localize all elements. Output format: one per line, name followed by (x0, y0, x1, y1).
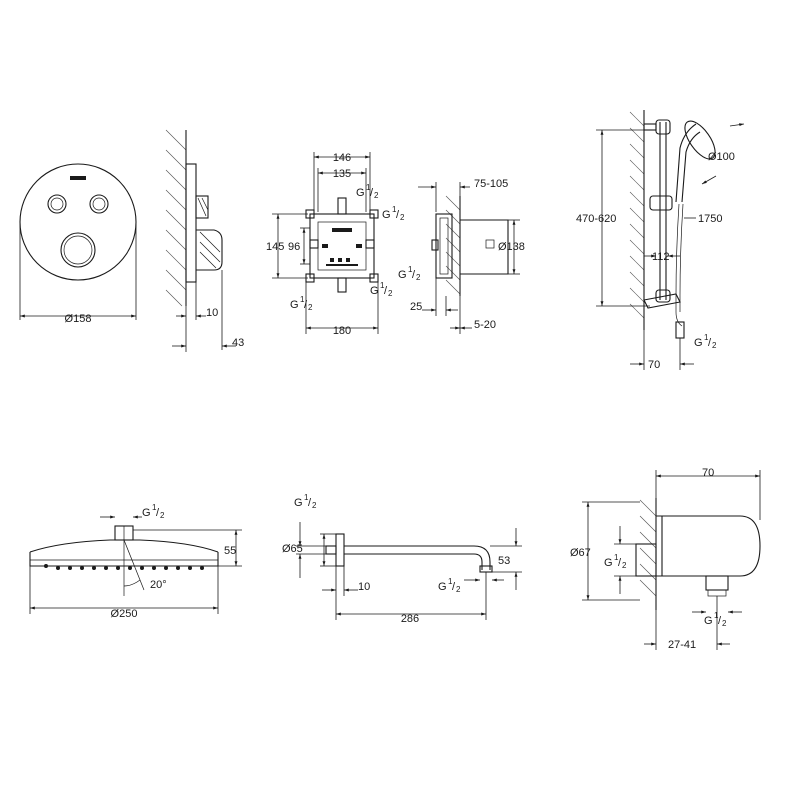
svg-text:/: / (718, 615, 722, 627)
svg-text:2: 2 (712, 341, 717, 350)
svg-text:/: / (708, 337, 712, 349)
control-side-view: 10 43 (164, 129, 244, 352)
box-bottom-right-conn-label: G (370, 285, 379, 297)
arm-length-label: 286 (401, 613, 419, 625)
svg-text:/: / (370, 187, 374, 199)
svg-text:2: 2 (374, 191, 379, 200)
svg-text:1: 1 (448, 577, 453, 586)
hose-length-label: 1750 (698, 213, 722, 225)
control-depth-a-label: 10 (206, 307, 218, 319)
control-depth-b-label: 43 (232, 337, 244, 349)
svg-text:/: / (308, 497, 312, 509)
svg-text:2: 2 (312, 501, 317, 510)
svg-text:1: 1 (614, 553, 619, 562)
svg-text:/: / (412, 269, 416, 281)
elbow-outlet-conn-label: G (704, 615, 713, 627)
elbow-inlet-conn-label: G (604, 557, 613, 569)
box-side-conn-label: G (398, 269, 407, 281)
box-bottom-left-conn-label: G (290, 299, 299, 311)
svg-text:/: / (384, 285, 388, 297)
arm-diameter-label: Ø65 (282, 543, 303, 555)
svg-text:2: 2 (456, 585, 461, 594)
svg-text:2: 2 (622, 561, 627, 570)
box-offset-b-label: 5-20 (474, 319, 496, 331)
svg-text:2: 2 (722, 619, 727, 628)
svg-text:/: / (156, 507, 160, 519)
svg-text:/: / (618, 557, 622, 569)
shower-arm-view: G 1 / 2 Ø65 10 G 1 / 2 53 286 (282, 493, 522, 625)
box-top-conn-label: G (356, 187, 365, 199)
arm-wall-gap-label: 10 (358, 581, 370, 593)
rail-spacing-label: 112 (652, 251, 670, 263)
head-angle-label: 20° (150, 579, 167, 591)
svg-text:1: 1 (366, 183, 371, 192)
head-diameter-label: Ø100 (708, 151, 735, 163)
rail-wall-offset-label: 70 (648, 359, 660, 371)
head-diameter-label: Ø250 (111, 608, 138, 620)
control-front-view: Ø158 (19, 163, 137, 325)
svg-text:/: / (396, 209, 400, 221)
shower-rail-set: 470-620 Ø100 1750 112 G 1 / 2 70 (576, 110, 745, 371)
box-diameter-label: Ø138 (498, 241, 525, 253)
svg-text:1: 1 (304, 493, 309, 502)
arm-height-label: 53 (498, 555, 510, 567)
wall-elbow-view: 70 Ø67 G 1 / 2 G 1 / 2 27-41 (570, 467, 761, 651)
svg-text:1: 1 (392, 205, 397, 214)
svg-text:2: 2 (308, 303, 313, 312)
svg-text:/: / (452, 581, 456, 593)
elbow-width-label: 70 (702, 467, 714, 479)
arm-conn-label: G (294, 497, 303, 509)
box-height-inner-label: 96 (288, 241, 300, 253)
head-height-label: 55 (224, 545, 236, 557)
box-offset-a-label: 25 (410, 301, 422, 313)
elbow-diameter-label: Ø67 (570, 547, 591, 559)
elbow-depth-range-label: 27-41 (668, 639, 696, 651)
brand-logo (70, 176, 86, 180)
svg-text:1: 1 (714, 611, 719, 620)
box-front-view: 146 135 G 1 / 2 G 1 / 2 145 96 G 1 / 2 G… (266, 152, 405, 337)
arm-outlet-conn-label: G (438, 581, 447, 593)
svg-text:1: 1 (704, 333, 709, 342)
svg-text:2: 2 (388, 289, 393, 298)
box-height-outer-label: 145 (266, 241, 284, 253)
box-depth-range-label: 75-105 (474, 178, 508, 190)
head-conn-label: G (142, 507, 151, 519)
svg-text:1: 1 (300, 295, 305, 304)
svg-text:2: 2 (416, 273, 421, 282)
rail-conn-label: G (694, 337, 703, 349)
rail-height-range-label: 470-620 (576, 213, 616, 225)
box-width-base-label: 180 (333, 325, 351, 337)
svg-text:2: 2 (160, 511, 165, 520)
box-width-outer-label: 146 (333, 152, 351, 164)
svg-text:1: 1 (380, 281, 385, 290)
box-width-inner-label: 135 (333, 168, 351, 180)
control-diameter-label: Ø158 (65, 313, 92, 325)
box-right-conn-label: G (382, 209, 391, 221)
svg-text:1: 1 (408, 265, 413, 274)
svg-text:1: 1 (152, 503, 157, 512)
head-shower-view: 20° G 1 / 2 55 Ø250 (29, 503, 242, 620)
box-side-view: 75-105 Ø138 G 1 / 2 25 5-20 (398, 178, 525, 334)
svg-text:2: 2 (400, 213, 405, 222)
